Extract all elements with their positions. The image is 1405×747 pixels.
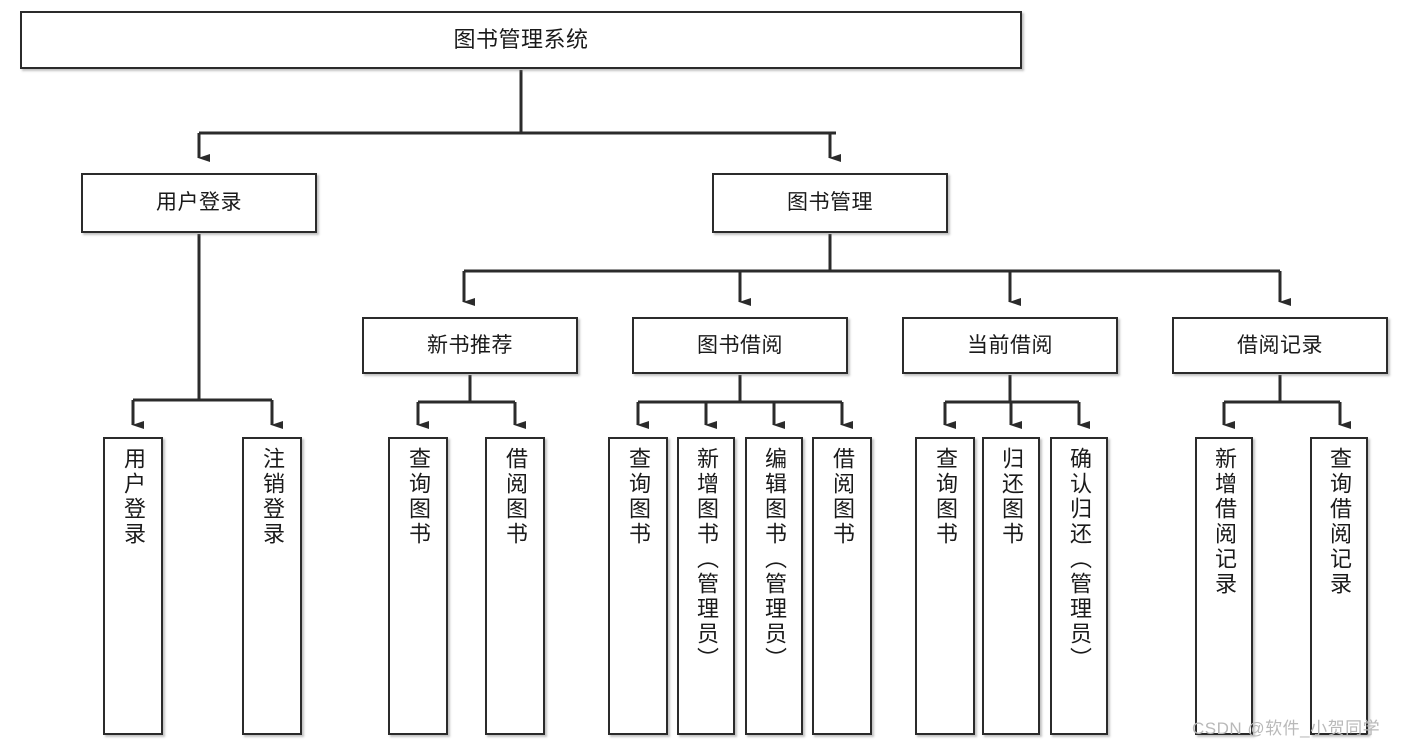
node-new-book-recommend[interactable]: 新书推荐	[362, 317, 578, 374]
node-label: 借阅图书	[502, 447, 528, 547]
node-label: 图书管理系统	[453, 26, 589, 52]
node-label: 图书借阅	[697, 333, 783, 357]
node-label: 新书推荐	[427, 333, 513, 357]
node-label: 确认归还（管理员）	[1066, 447, 1092, 672]
node-label: 当前借阅	[967, 333, 1053, 357]
leaf-query-book-recommend[interactable]: 查询图书	[388, 437, 448, 735]
node-label: 图书管理	[787, 191, 873, 215]
node-label: 借阅记录	[1237, 333, 1323, 357]
node-label: 新增图书（管理员）	[693, 447, 719, 672]
leaf-add-book-admin[interactable]: 新增图书（管理员）	[677, 437, 735, 735]
node-label: 查询图书	[405, 447, 431, 547]
node-book-borrow[interactable]: 图书借阅	[632, 317, 848, 374]
node-user-login[interactable]: 用户登录	[81, 173, 317, 233]
node-borrow-record[interactable]: 借阅记录	[1172, 317, 1388, 374]
leaf-query-book-current[interactable]: 查询图书	[915, 437, 975, 735]
leaf-query-borrow-record[interactable]: 查询借阅记录	[1310, 437, 1368, 735]
leaf-borrow-book[interactable]: 借阅图书	[812, 437, 872, 735]
node-label: 用户登录	[120, 447, 146, 547]
node-label: 归还图书	[998, 447, 1024, 547]
leaf-user-logout[interactable]: 注销登录	[242, 437, 302, 735]
leaf-return-book[interactable]: 归还图书	[982, 437, 1040, 735]
node-label: 借阅图书	[829, 447, 855, 547]
node-current-borrow[interactable]: 当前借阅	[902, 317, 1118, 374]
leaf-borrow-book-recommend[interactable]: 借阅图书	[485, 437, 545, 735]
node-label: 查询图书	[625, 447, 651, 547]
leaf-confirm-return-admin[interactable]: 确认归还（管理员）	[1050, 437, 1108, 735]
node-label: 查询借阅记录	[1326, 447, 1352, 597]
node-label: 用户登录	[156, 191, 242, 215]
watermark: CSDN @软件_小贺同学	[1192, 719, 1381, 738]
node-root-system[interactable]: 图书管理系统	[20, 11, 1022, 69]
leaf-add-borrow-record[interactable]: 新增借阅记录	[1195, 437, 1253, 735]
leaf-edit-book-admin[interactable]: 编辑图书（管理员）	[745, 437, 803, 735]
node-label: 查询图书	[932, 447, 958, 547]
node-label: 注销登录	[259, 447, 285, 547]
leaf-query-book-borrow[interactable]: 查询图书	[608, 437, 668, 735]
node-book-manage[interactable]: 图书管理	[712, 173, 948, 233]
node-label: 新增借阅记录	[1211, 447, 1237, 597]
leaf-user-login[interactable]: 用户登录	[103, 437, 163, 735]
node-label: 编辑图书（管理员）	[761, 447, 787, 672]
